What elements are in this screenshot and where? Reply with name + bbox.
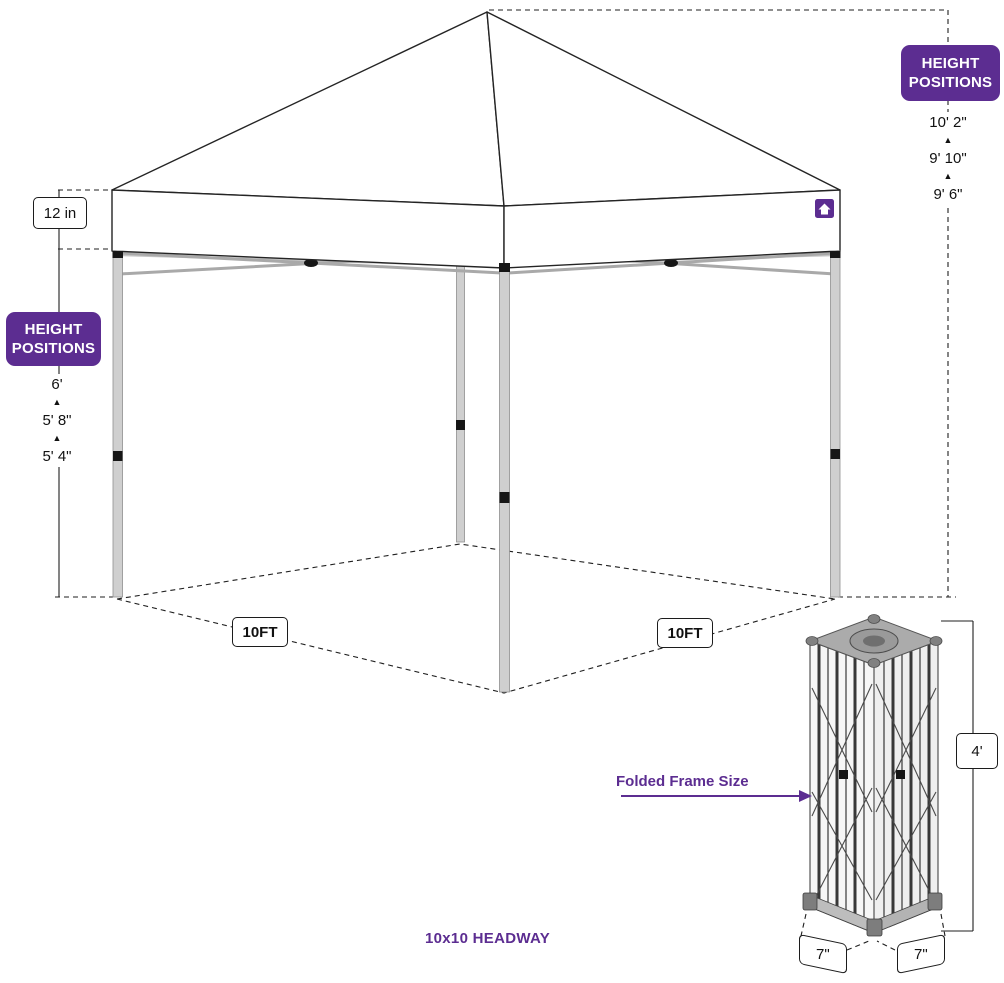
right-height-positions-badge: HEIGHT POSITIONS (901, 45, 1000, 101)
frame-connector (839, 770, 848, 779)
leg-adjuster (830, 449, 840, 459)
folded-width-value: 7" (816, 945, 830, 963)
height-value: 6' (51, 376, 63, 393)
truss-connector (304, 259, 318, 267)
tent-legs (112, 250, 841, 693)
leg-adjuster (113, 451, 123, 461)
footprint-front-edges (116, 598, 836, 694)
up-arrow-icon: ▲ (943, 171, 953, 181)
base-width-value: 10FT (242, 623, 278, 641)
product-name: 10x10 HEADWAY (425, 930, 551, 947)
tent-leg-left (112, 250, 123, 598)
badge-line-2: POSITIONS (908, 74, 993, 91)
up-arrow-icon: ▲ (52, 433, 62, 443)
base-width-label-right: 10FT (657, 618, 713, 648)
tent-back-leg (456, 246, 465, 543)
valance-height-label-box: 12 in (33, 197, 87, 229)
valance-height-label: 12 in (43, 204, 77, 222)
truss-connector (664, 259, 678, 267)
left-height-positions-badge: HEIGHT POSITIONS (6, 312, 101, 366)
badge-line-1: HEIGHT (24, 320, 83, 338)
roof-left-face (111, 11, 505, 207)
folded-depth-value: 7" (914, 945, 928, 963)
height-value: 10' 2" (929, 114, 967, 131)
badge-line-1: HEIGHT (921, 54, 980, 72)
tent-leg-front (499, 265, 510, 693)
leg-adjuster (499, 492, 510, 503)
canopy (111, 11, 841, 269)
base-width-label-left: 10FT (232, 617, 288, 647)
folded-height-value: 4' (971, 742, 983, 760)
brand-logo-icon (815, 199, 834, 218)
frame-connector (896, 770, 905, 779)
height-value: 5' 4" (42, 448, 72, 465)
base-width-value: 10FT (667, 624, 703, 642)
footprint-back-edges (116, 543, 836, 600)
height-value: 9' 6" (933, 186, 963, 203)
height-value: 5' 8" (42, 412, 72, 429)
folded-frame-pointer-arrow (621, 790, 812, 802)
folded-frame-caption: Folded Frame Size (616, 773, 749, 790)
left-height-positions-values: 6' ▲ 5' 8" ▲ 5' 4" (24, 374, 90, 467)
folded-frame-illustration (802, 614, 943, 937)
up-arrow-icon: ▲ (52, 397, 62, 407)
height-value: 9' 10" (929, 150, 967, 167)
roof-right-face (486, 11, 841, 207)
badge-line-2: POSITIONS (11, 340, 96, 357)
tent-leg-right (830, 250, 841, 598)
right-height-positions-values: 10' 2" ▲ 9' 10" ▲ 9' 6" (908, 112, 988, 205)
folded-frame-dimension-lines (800, 620, 974, 951)
up-arrow-icon: ▲ (943, 135, 953, 145)
folded-height-label-box: 4' (956, 733, 998, 769)
leg-adjuster (456, 420, 465, 430)
